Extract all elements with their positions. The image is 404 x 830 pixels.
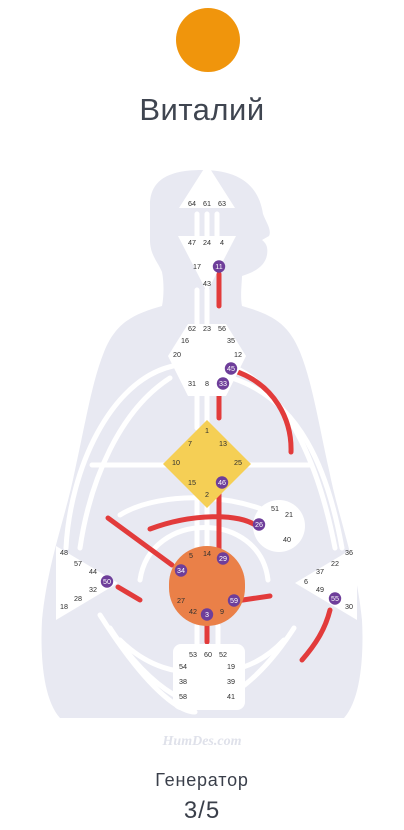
gate-3: 3 xyxy=(205,610,209,619)
gate-28: 28 xyxy=(74,594,82,603)
gate-64: 64 xyxy=(188,199,196,208)
gate-35: 35 xyxy=(227,336,235,345)
gate-34: 34 xyxy=(177,566,185,575)
gate-11: 11 xyxy=(215,262,222,271)
gate-29: 29 xyxy=(219,554,227,563)
gate-40: 40 xyxy=(283,535,291,544)
gate-61: 61 xyxy=(203,199,211,208)
gate-26: 26 xyxy=(255,520,263,529)
gate-45: 45 xyxy=(227,364,235,373)
gate-6: 6 xyxy=(304,577,308,586)
gate-8: 8 xyxy=(205,379,209,388)
gate-23: 23 xyxy=(203,324,211,333)
gate-60: 60 xyxy=(204,650,212,659)
gate-31: 31 xyxy=(188,379,196,388)
gate-50: 50 xyxy=(103,577,111,586)
gate-38: 38 xyxy=(179,677,187,686)
gate-18: 18 xyxy=(60,602,68,611)
gate-14: 14 xyxy=(203,549,211,558)
gate-42: 42 xyxy=(189,607,197,616)
profile: 3/5 xyxy=(0,797,404,825)
gate-49: 49 xyxy=(316,585,324,594)
user-avatar[interactable] xyxy=(176,8,240,72)
gate-1: 1 xyxy=(205,426,209,435)
gate-24: 24 xyxy=(203,238,211,247)
gate-54: 54 xyxy=(179,662,187,671)
gate-19: 19 xyxy=(227,662,235,671)
design-type: Генератор xyxy=(0,770,404,791)
watermark: HumDes.com xyxy=(0,734,404,750)
gate-33: 33 xyxy=(219,379,227,388)
gate-37: 37 xyxy=(316,567,324,576)
gate-46: 46 xyxy=(218,478,226,487)
gate-41: 41 xyxy=(227,692,235,701)
gate-44: 44 xyxy=(89,567,97,576)
gate-22: 22 xyxy=(331,559,339,568)
gate-30: 30 xyxy=(345,602,353,611)
gate-56: 56 xyxy=(218,324,226,333)
gate-51: 51 xyxy=(271,504,279,513)
gate-9: 9 xyxy=(220,607,224,616)
gate-4: 4 xyxy=(220,238,224,247)
gate-12: 12 xyxy=(234,350,242,359)
gate-2: 2 xyxy=(205,490,209,499)
gate-57: 57 xyxy=(74,559,82,568)
gate-59: 59 xyxy=(230,596,238,605)
gate-52: 52 xyxy=(219,650,227,659)
gate-36: 36 xyxy=(345,548,353,557)
gate-16: 16 xyxy=(181,336,189,345)
gate-5: 5 xyxy=(189,551,193,560)
gate-32: 32 xyxy=(89,585,97,594)
gate-62: 62 xyxy=(188,324,196,333)
gate-58: 58 xyxy=(179,692,187,701)
gate-53: 53 xyxy=(189,650,197,659)
gate-7: 7 xyxy=(188,439,192,448)
gate-21: 21 xyxy=(285,510,293,519)
gate-10: 10 xyxy=(172,458,180,467)
gate-13: 13 xyxy=(219,439,227,448)
gate-17: 17 xyxy=(193,262,201,271)
gate-27: 27 xyxy=(177,596,185,605)
gate-15: 15 xyxy=(188,478,196,487)
gate-43: 43 xyxy=(203,279,211,288)
gate-25: 25 xyxy=(234,458,242,467)
user-name: Виталий xyxy=(0,92,404,128)
gate-63: 63 xyxy=(218,199,226,208)
gate-47: 47 xyxy=(188,238,196,247)
gate-20: 20 xyxy=(173,350,181,359)
gate-48: 48 xyxy=(60,548,68,557)
gate-55: 55 xyxy=(331,594,339,603)
gate-39: 39 xyxy=(227,677,235,686)
